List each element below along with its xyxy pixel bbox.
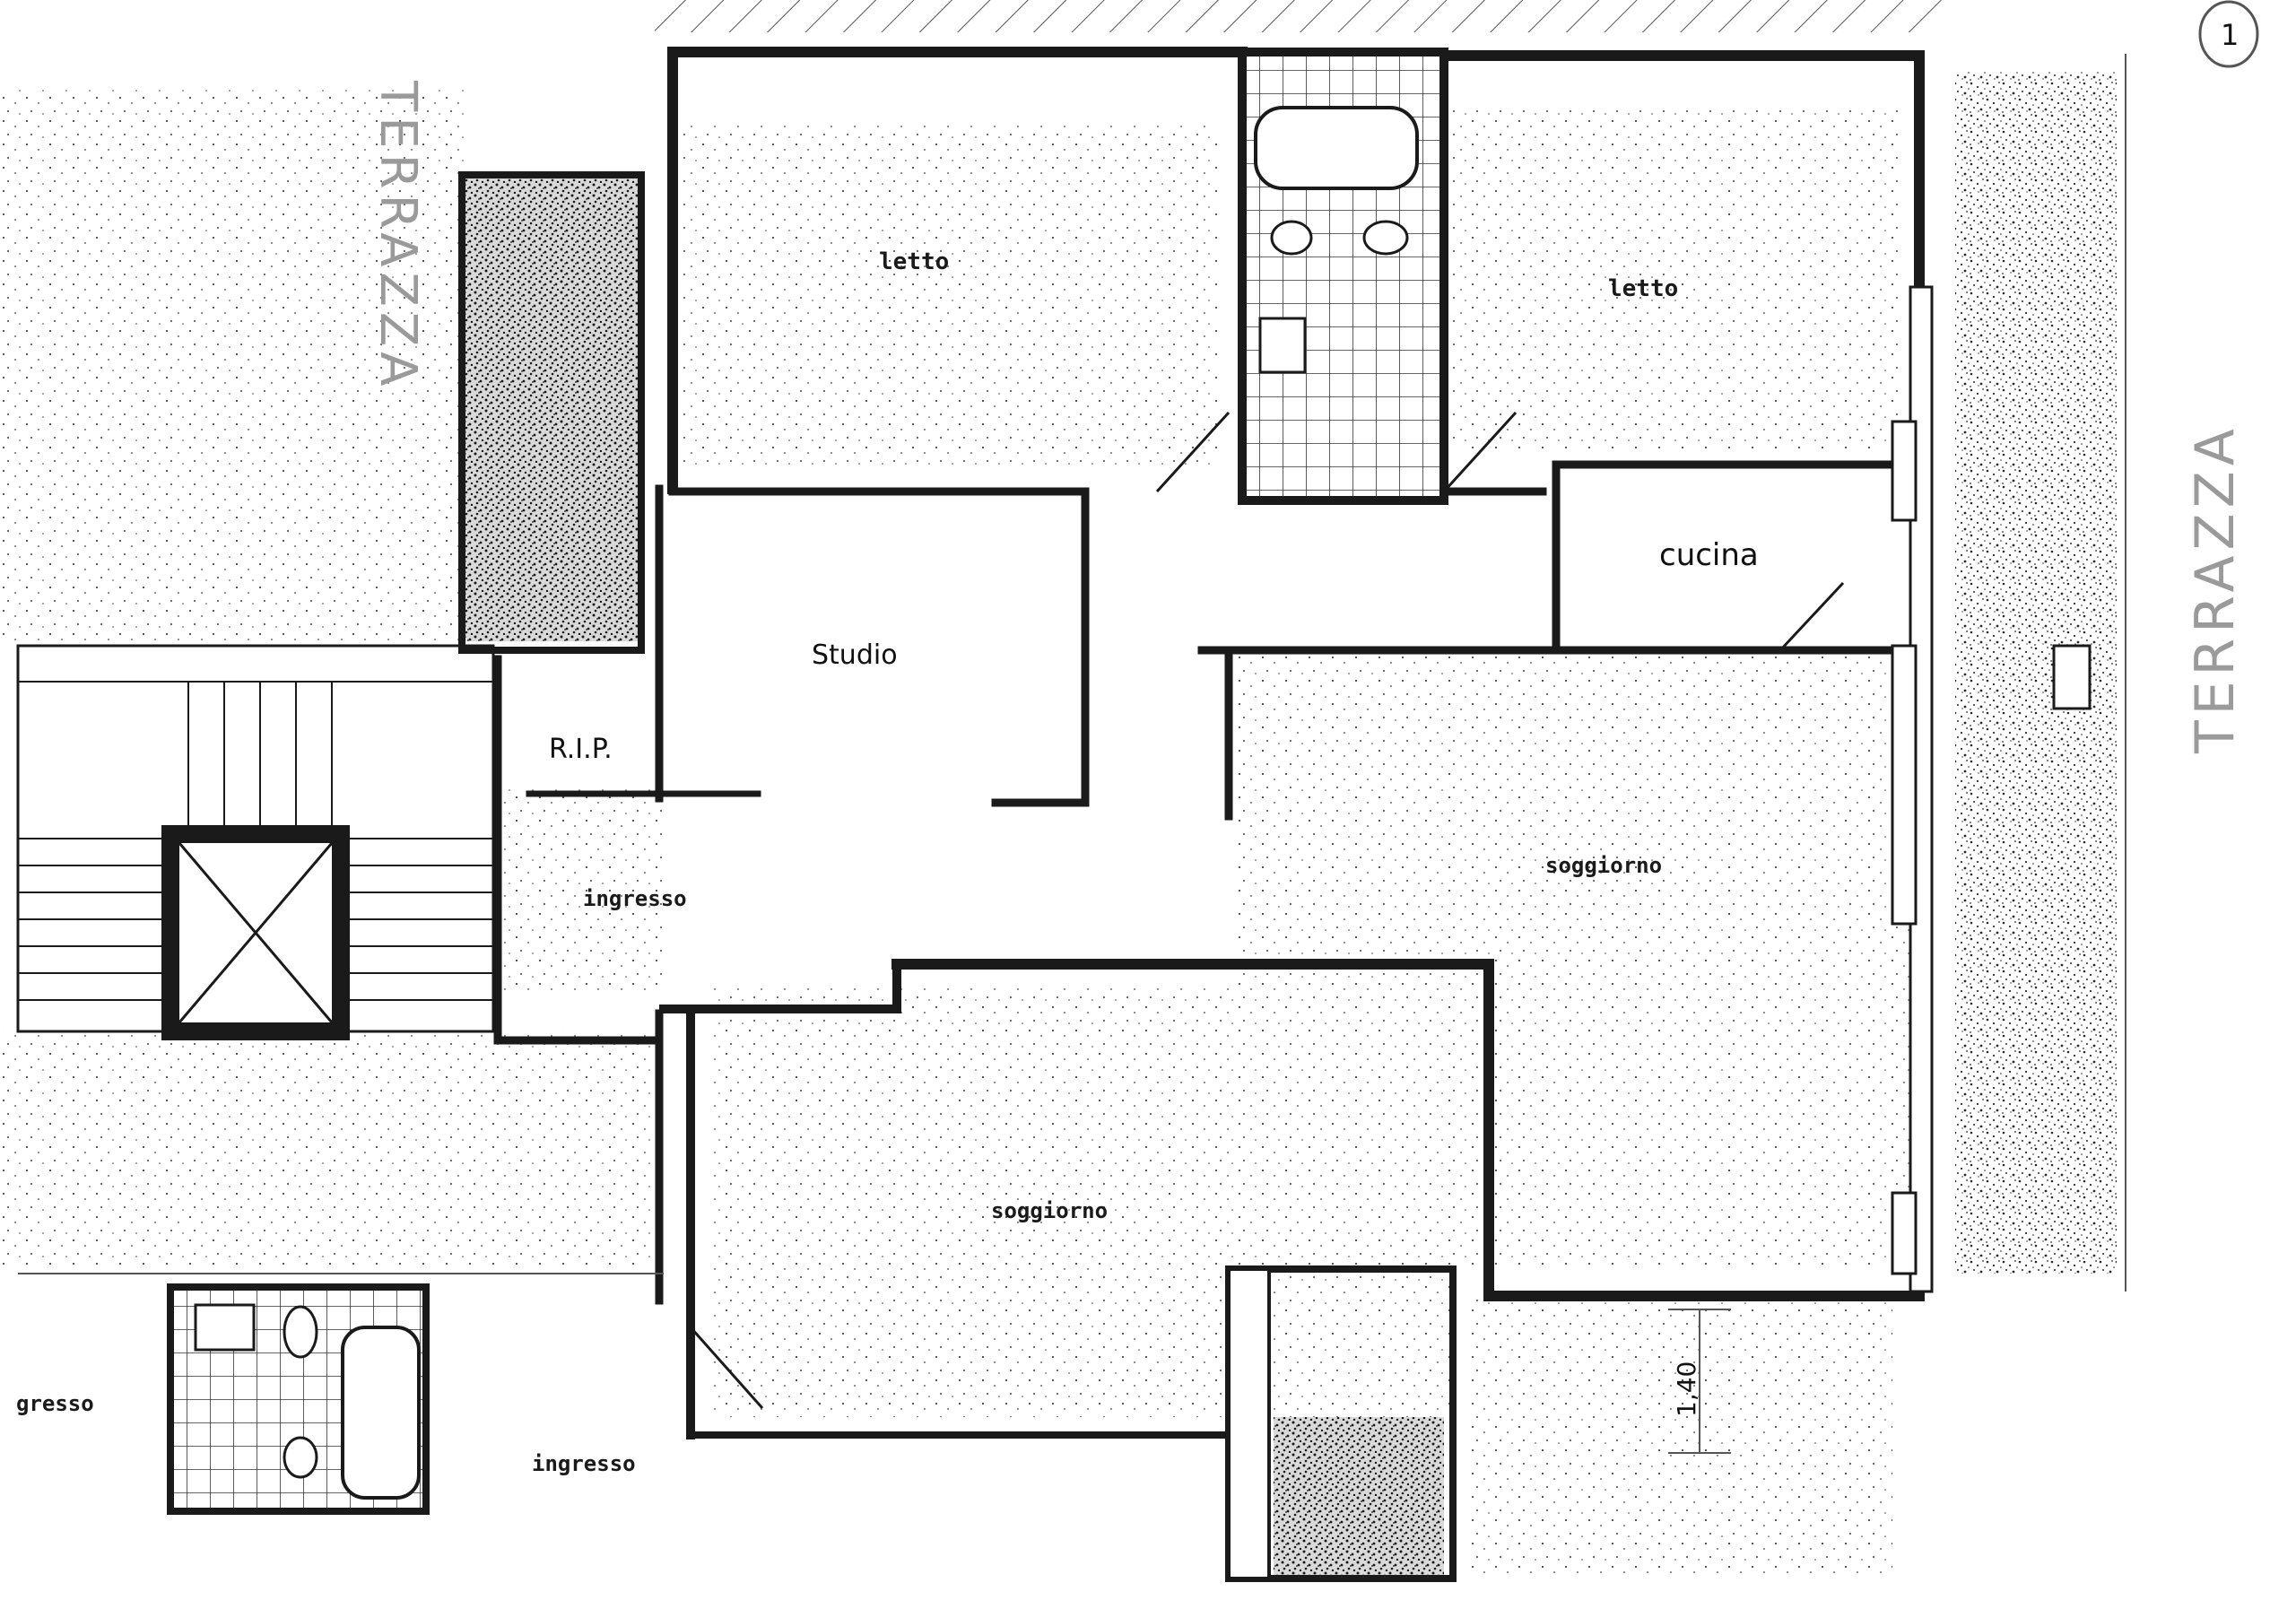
sink-icon [1270, 220, 1313, 256]
left-balcony [458, 171, 645, 654]
room-label-letto-left: letto [879, 248, 949, 275]
door-swings [689, 411, 1845, 1409]
window-strip-right [1891, 285, 2092, 1293]
dimension-label: 1,40 [1672, 1361, 1701, 1417]
lower-balcony [1225, 1265, 1457, 1582]
room-label-studio: Studio [812, 639, 898, 671]
terrace-label-left: TERRAZZA [369, 80, 427, 391]
svg-text:1: 1 [2221, 18, 2239, 52]
room-label-soggiorno-center: soggiorno [991, 1198, 1108, 1223]
room-label-rip: R.I.P. [549, 734, 613, 765]
dimension-lines [18, 54, 2126, 1454]
toilet-icon [283, 1305, 318, 1359]
sink-icon [194, 1303, 256, 1352]
room-label-ingresso-left: gresso [16, 1391, 94, 1416]
room-label-letto-right: letto [1608, 275, 1678, 302]
roof-edge-hatch [655, 0, 1946, 32]
terrace-label-right: TERRAZZA [2184, 423, 2247, 754]
room-label-soggiorno-right: soggiorno [1545, 853, 1662, 878]
room-label-ingresso-lower: ingresso [532, 1451, 636, 1476]
room-label-cucina: cucina [1659, 537, 1759, 573]
bathroom-upper [1238, 48, 1448, 505]
sheet-mark: 1 [2198, 0, 2259, 68]
room-label-ingresso-main: ingresso [583, 886, 687, 911]
bidet-icon [1258, 317, 1307, 374]
exterior-texture [0, 72, 2117, 1579]
bidet-icon [283, 1436, 318, 1479]
bathroom-lower [167, 1283, 430, 1515]
toilet-icon [1362, 220, 1409, 256]
elevator-shaft [161, 825, 350, 1040]
